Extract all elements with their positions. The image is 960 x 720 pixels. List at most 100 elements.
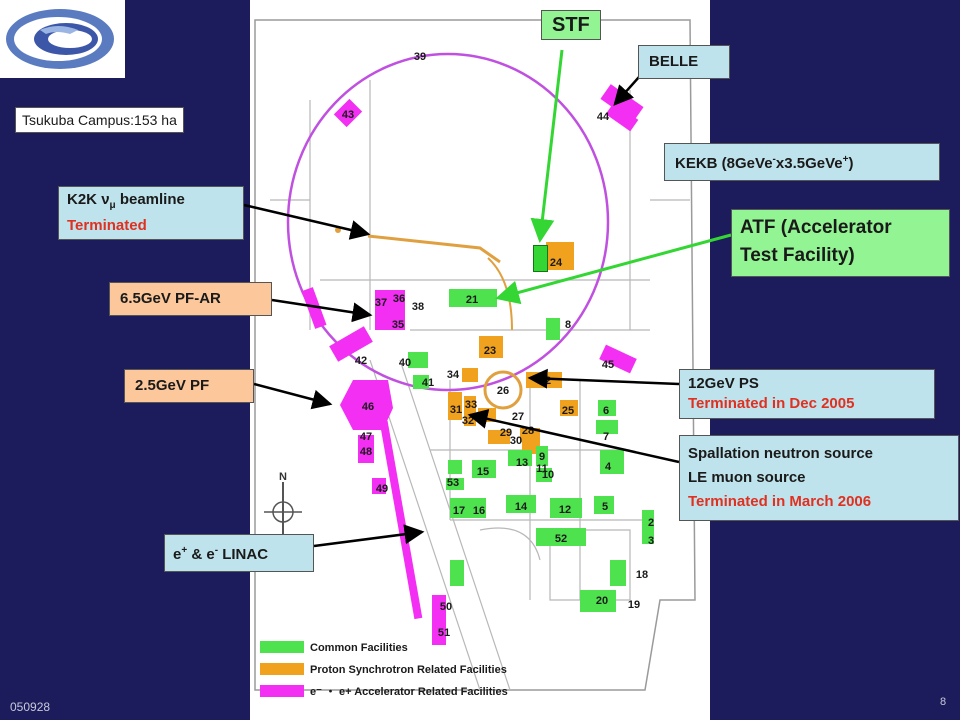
compass-label: N	[279, 471, 287, 483]
svg-text:18: 18	[636, 569, 648, 581]
svg-text:49: 49	[376, 483, 388, 495]
legend-accel: e⁻ ・ e+ Accelerator Related Facilities	[310, 686, 508, 698]
linac-sup-1: +	[181, 545, 188, 556]
kek-logo	[0, 0, 125, 78]
svg-text:44: 44	[597, 111, 610, 123]
svg-text:17: 17	[453, 505, 465, 517]
legend-common: Common Facilities	[310, 642, 408, 654]
svg-text:9: 9	[539, 451, 545, 463]
k2k-mu: μ	[109, 200, 116, 211]
svg-text:14: 14	[515, 501, 528, 513]
atf-line-1: ATF (Accelerator	[740, 217, 892, 238]
kekb-sup-1: -	[772, 154, 776, 165]
k2k-text-post: beamline	[115, 191, 185, 208]
linac-post: LINAC	[218, 546, 269, 563]
ps-label: 12GeV PS Terminated in Dec 2005	[679, 369, 935, 419]
svg-text:23: 23	[484, 345, 496, 357]
svg-text:51: 51	[438, 627, 450, 639]
svg-text:47: 47	[360, 431, 372, 443]
svg-text:5: 5	[602, 501, 608, 513]
logo-mark-icon	[6, 9, 114, 69]
sns-label: Spallation neutron source LE muon source…	[679, 435, 959, 521]
svg-text:36: 36	[393, 293, 405, 305]
linac-label: e+ & e- LINAC	[164, 534, 314, 572]
svg-text:20: 20	[596, 595, 608, 607]
k2k-nu: ν	[101, 191, 110, 208]
stf-text: STF	[552, 14, 590, 36]
svg-text:52: 52	[555, 533, 567, 545]
footer-date: 050928	[10, 700, 51, 714]
pf-text: 2.5GeV PF	[135, 377, 210, 394]
linac-mid: & e	[187, 546, 215, 563]
legend-swatch-proton	[260, 663, 304, 675]
svg-text:16: 16	[473, 505, 485, 517]
kekb-text-pre: KEKB (8GeVe	[675, 155, 773, 172]
stf-label: STF	[541, 10, 601, 40]
kekb-text-mid: x3.5GeVe	[775, 155, 843, 172]
svg-text:2: 2	[648, 517, 654, 529]
sns-line-1: Spallation neutron source	[688, 445, 874, 462]
kekb-sup-2: +	[842, 154, 849, 165]
svg-text:48: 48	[360, 446, 372, 458]
svg-text:13: 13	[516, 457, 528, 469]
svg-text:6: 6	[603, 405, 609, 417]
svg-text:8: 8	[565, 319, 571, 331]
svg-text:53: 53	[447, 477, 459, 489]
svg-text:11: 11	[536, 463, 548, 475]
pfar-label: 6.5GeV PF-AR	[109, 282, 272, 316]
svg-text:46: 46	[362, 401, 374, 413]
svg-text:45: 45	[602, 359, 614, 371]
sns-status: Terminated in March 2006	[688, 493, 872, 510]
svg-text:28: 28	[522, 425, 534, 437]
linac-e1: e	[173, 546, 182, 563]
k2k-status: Terminated	[67, 217, 147, 234]
svg-text:30: 30	[510, 435, 522, 447]
atf-label: ATF (Accelerator Test Facility)	[731, 209, 950, 277]
ps-status: Terminated in Dec 2005	[688, 395, 855, 412]
stf-marker	[533, 245, 548, 272]
svg-text:26: 26	[497, 385, 509, 397]
svg-text:3: 3	[648, 535, 654, 547]
pf-label: 2.5GeV PF	[124, 369, 254, 403]
legend-swatch-accel	[260, 685, 304, 697]
svg-text:22: 22	[539, 375, 551, 387]
svg-text:33: 33	[465, 399, 477, 411]
svg-text:25: 25	[562, 405, 574, 417]
svg-text:31: 31	[450, 404, 462, 416]
svg-text:34: 34	[447, 369, 460, 381]
svg-text:39: 39	[414, 51, 426, 63]
page-number: 8	[940, 696, 947, 708]
svg-text:19: 19	[628, 599, 640, 611]
campus-size-text: Tsukuba Campus:153 ha	[22, 112, 177, 128]
pfar-text: 6.5GeV PF-AR	[120, 290, 221, 307]
svg-text:12: 12	[559, 504, 571, 516]
k2k-text: K2K	[67, 191, 102, 208]
ps-line-1: 12GeV PS	[688, 375, 759, 392]
svg-text:43: 43	[342, 109, 354, 121]
k2k-label: K2K νμ beamline Terminated	[58, 186, 244, 240]
belle-label: BELLE	[638, 45, 730, 79]
legend-proton: Proton Synchrotron Related Facilities	[310, 664, 507, 676]
svg-text:40: 40	[399, 357, 411, 369]
svg-text:10: 10	[542, 469, 554, 481]
svg-text:15: 15	[477, 466, 489, 478]
svg-text:42: 42	[355, 355, 367, 367]
belle-text: BELLE	[649, 53, 699, 70]
kekb-text-post: )	[848, 155, 854, 172]
svg-text:38: 38	[412, 301, 424, 313]
svg-text:50: 50	[440, 601, 452, 613]
atf-line-2: Test Facility)	[740, 245, 855, 266]
legend-swatch-common	[260, 641, 304, 653]
kekb-label: KEKB (8GeVe-x3.5GeVe+)	[664, 143, 940, 181]
svg-text:35: 35	[392, 319, 404, 331]
linac-sup-2: -	[214, 545, 219, 556]
svg-text:41: 41	[422, 377, 434, 389]
campus-size-label: Tsukuba Campus:153 ha	[15, 107, 184, 133]
svg-text:32: 32	[462, 415, 474, 427]
svg-text:27: 27	[512, 411, 524, 423]
svg-text:37: 37	[375, 297, 387, 309]
svg-text:24: 24	[550, 257, 563, 269]
sns-line-2: LE muon source	[688, 469, 806, 486]
svg-text:4: 4	[605, 461, 612, 473]
